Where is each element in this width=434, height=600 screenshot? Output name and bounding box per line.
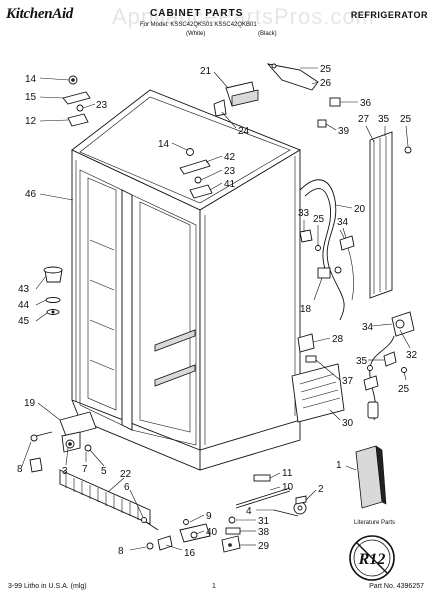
footer-litho: 3-99 Litho in U.S.A. (mlg) — [8, 583, 87, 590]
lower-hinge-bracket — [30, 411, 97, 453]
callout-25d: 25 — [398, 384, 410, 395]
callout-22: 22 — [120, 469, 132, 480]
callout-21: 21 — [200, 66, 212, 77]
callout-7: 7 — [82, 464, 88, 475]
appliance-type: REFRIGERATOR — [350, 10, 428, 20]
callout-30: 30 — [342, 418, 354, 429]
callout-6: 6 — [124, 482, 130, 493]
callout-8b: 8 — [118, 546, 124, 557]
callout-38: 38 — [258, 527, 270, 538]
leader-lines — [21, 67, 411, 551]
callout-40: 40 — [206, 527, 218, 538]
callout-4: 4 — [246, 506, 252, 517]
top-tube-26 — [266, 63, 319, 91]
callout-42: 42 — [224, 152, 236, 163]
watermark: AppliancePartsPros.com — [112, 4, 375, 29]
callout-28: 28 — [332, 334, 344, 345]
callout-34: 34 — [337, 217, 349, 228]
callout-19: 19 — [24, 398, 36, 409]
clip-39 — [317, 119, 327, 128]
leveling-rod — [235, 474, 307, 517]
callout-29: 29 — [258, 541, 270, 552]
callout-26: 26 — [320, 78, 332, 89]
callout-25c: 25 — [313, 214, 325, 225]
access-panel-30 — [291, 363, 345, 423]
callout-14b: 14 — [158, 139, 170, 150]
callout-23b: 23 — [224, 166, 236, 177]
variant-white: (White) — [186, 31, 206, 37]
literature-parts-book: Literature Parts — [354, 445, 395, 526]
callout-16: 16 — [184, 548, 196, 559]
callout-10: 10 — [282, 482, 294, 493]
callout-14: 14 — [25, 74, 37, 85]
callout-18: 18 — [300, 304, 312, 315]
callout-43: 43 — [18, 284, 30, 295]
callout-2: 2 — [318, 484, 324, 495]
callout-25b: 25 — [400, 114, 412, 125]
badge-text: R12 — [358, 551, 386, 568]
lower-right-parts — [297, 311, 415, 421]
callout-1: 1 — [336, 460, 342, 471]
callout-36: 36 — [360, 98, 372, 109]
callout-15: 15 — [25, 92, 37, 103]
callout-46: 46 — [25, 189, 37, 200]
callout-20: 20 — [354, 204, 366, 215]
callout-39: 39 — [338, 126, 350, 137]
literature-label: Literature Parts — [354, 520, 395, 526]
callout-27: 27 — [358, 114, 370, 125]
callout-9: 9 — [206, 511, 212, 522]
callout-32: 32 — [406, 350, 418, 361]
callout-5: 5 — [101, 466, 107, 477]
roller-bracket — [179, 516, 241, 553]
wire-harness-20 — [299, 179, 354, 321]
variant-black: (Black) — [258, 31, 277, 37]
condenser-coil-27 — [369, 131, 412, 299]
callout-35: 35 — [378, 114, 390, 125]
callout-37: 37 — [342, 376, 354, 387]
callout-3: 3 — [62, 466, 68, 477]
footer-part-number: Part No. 4396257 — [369, 583, 424, 590]
callout-8: 8 — [17, 464, 23, 475]
model-line: For Model: KSSC42QKS01 KSSC42QKB01 — [140, 22, 257, 28]
brand-logo: KitchenAid — [6, 6, 74, 22]
callout-41: 41 — [224, 179, 236, 190]
callout-23: 23 — [96, 100, 108, 111]
fasteners-33-34 — [299, 229, 355, 251]
top-bracket-21 — [213, 81, 259, 117]
callout-11: 11 — [282, 468, 293, 479]
grille-fasteners — [141, 517, 173, 551]
clip-36 — [329, 97, 341, 107]
footer-page-number: 1 — [212, 583, 216, 590]
page-title: CABINET PARTS — [150, 8, 244, 19]
callout-44: 44 — [18, 300, 30, 311]
callout-35b: 35 — [356, 356, 368, 367]
callout-labels: 14 15 23 12 46 43 44 45 19 8 3 7 5 22 6 … — [17, 64, 418, 559]
leveler-assembly — [43, 266, 63, 315]
callout-34b: 34 — [362, 322, 374, 333]
callout-45: 45 — [18, 316, 30, 327]
r12-badge: R12 — [349, 535, 395, 581]
callout-33: 33 — [298, 208, 310, 219]
callout-25: 25 — [320, 64, 332, 75]
cabinet-shell — [71, 89, 302, 471]
callout-24: 24 — [238, 126, 250, 137]
top-hinge-assembly — [62, 75, 91, 127]
callout-12: 12 — [25, 116, 37, 127]
callout-31: 31 — [258, 516, 270, 527]
toe-grille-22 — [29, 457, 151, 525]
